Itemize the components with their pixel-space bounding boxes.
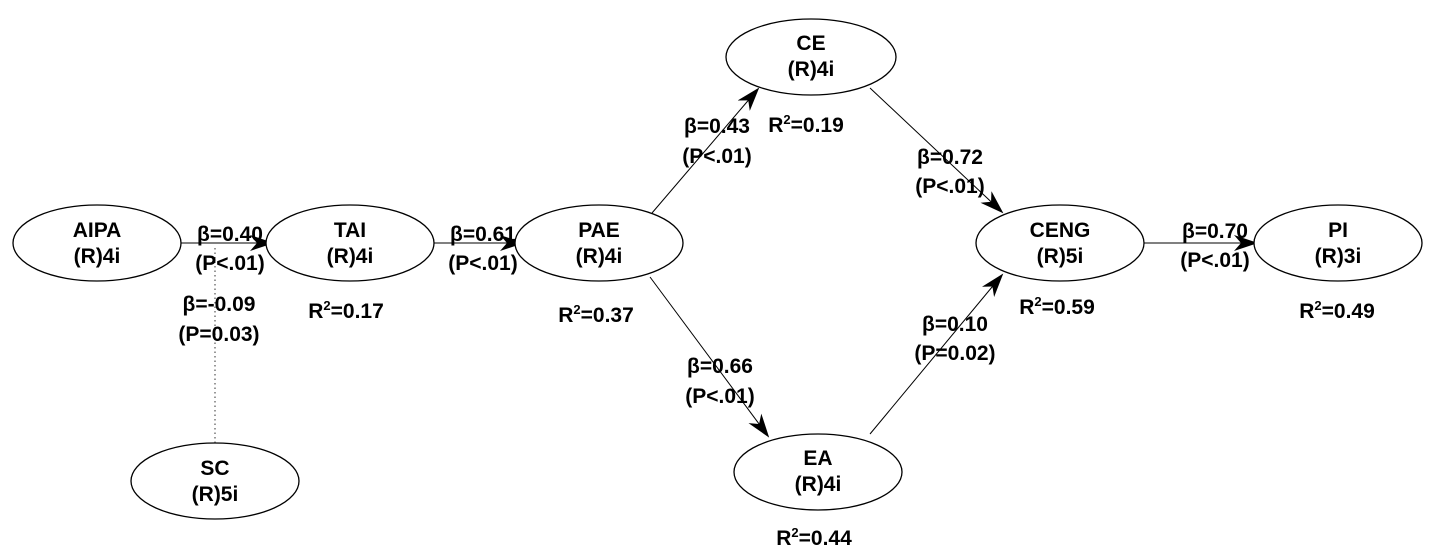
r2-pae-prefix: R <box>558 304 573 327</box>
node-pae-ellipse <box>514 204 684 282</box>
node-pae-name: PAE <box>578 219 620 242</box>
r2-pae-equals: = <box>581 304 593 327</box>
r2-tai-power: 2 <box>323 298 330 313</box>
r2-ea-prefix: R <box>776 527 791 550</box>
node-tai: TAI (R)4i <box>265 204 435 282</box>
edge-pae-ea <box>649 276 770 438</box>
r2-tai-equals: = <box>331 300 343 323</box>
node-aipa: AIPA (R)4i <box>12 204 182 282</box>
r2-pae: R2=0.37 <box>558 302 634 327</box>
node-pi-ellipse <box>1253 204 1423 282</box>
node-ce-sub: (R)4i <box>788 58 835 81</box>
node-ea-name: EA <box>803 447 832 470</box>
node-sc-name: SC <box>200 457 229 480</box>
path-tai-pae-p: (P<.01) <box>448 252 517 275</box>
r2-ce-equals: = <box>791 114 803 137</box>
path-ea-ceng-beta: β=0.10 <box>922 313 988 336</box>
node-tai-name: TAI <box>334 219 366 242</box>
r2-ce-power: 2 <box>783 112 790 127</box>
node-ceng-name: CENG <box>1030 219 1091 242</box>
path-pae-ce-beta: β=0.43 <box>684 115 750 138</box>
node-ea-sub: (R)4i <box>795 473 842 496</box>
r2-pi-equals: = <box>1322 300 1334 323</box>
path-pae-ea-p: (P<.01) <box>685 385 754 408</box>
path-ce-ceng-beta: β=0.72 <box>917 146 983 169</box>
node-aipa-ellipse <box>12 204 182 282</box>
path-pae-ce-p: (P<.01) <box>682 145 751 168</box>
edge-ea-ceng <box>869 273 1004 435</box>
path-sc-tai-p: (P=0.03) <box>178 323 259 346</box>
r2-pi-prefix: R <box>1299 300 1314 323</box>
node-ceng-ellipse <box>975 204 1145 282</box>
node-pae-sub: (R)4i <box>576 245 623 268</box>
path-sc-tai-beta: β=-0.09 <box>183 293 256 316</box>
node-ce: CE (R)4i <box>725 18 897 96</box>
r2-ceng-value: 0.59 <box>1054 296 1095 319</box>
node-tai-ellipse <box>265 204 435 282</box>
node-pi-sub: (R)3i <box>1315 245 1362 268</box>
path-pae-ea-beta: β=0.66 <box>687 355 753 378</box>
path-ea-ceng-p: (P=0.02) <box>914 342 995 365</box>
node-ceng-sub: (R)5i <box>1037 245 1084 268</box>
node-ce-ellipse <box>725 18 897 96</box>
path-aipa-tai-beta: β=0.40 <box>197 223 263 246</box>
node-pi: PI (R)3i <box>1253 204 1423 282</box>
r2-ea-power: 2 <box>791 525 798 540</box>
node-sc-ellipse <box>130 442 300 520</box>
r2-ea-equals: = <box>799 527 811 550</box>
node-aipa-name: AIPA <box>73 219 122 242</box>
path-ceng-pi-p: (P<.01) <box>1180 249 1249 272</box>
r2-ce-value: 0.19 <box>803 114 844 137</box>
node-ceng: CENG (R)5i <box>975 204 1145 282</box>
path-tai-pae-beta: β=0.61 <box>450 223 516 246</box>
r2-pae-value: 0.37 <box>593 304 634 327</box>
r2-pi-power: 2 <box>1314 298 1321 313</box>
node-aipa-sub: (R)4i <box>74 245 121 268</box>
node-sc: SC (R)5i <box>130 442 300 520</box>
r2-ceng-power: 2 <box>1034 294 1041 309</box>
node-pi-name: PI <box>1328 219 1348 242</box>
r2-pi: R2=0.49 <box>1299 298 1375 323</box>
node-sc-sub: (R)5i <box>192 483 239 506</box>
r2-ce: R2=0.19 <box>768 112 844 137</box>
edge-pae-ce <box>651 87 760 214</box>
r2-ceng: R2=0.59 <box>1019 294 1095 319</box>
r2-tai-prefix: R <box>308 300 323 323</box>
path-ce-ceng-p: (P<.01) <box>915 175 984 198</box>
r2-tai: R2=0.17 <box>308 298 384 323</box>
node-ea-ellipse <box>733 433 903 511</box>
path-aipa-tai-p: (P<.01) <box>195 252 264 275</box>
edge-ce-ceng <box>869 87 1004 214</box>
r2-ea-value: 0.44 <box>811 527 852 550</box>
r2-pi-value: 0.49 <box>1334 300 1375 323</box>
path-ceng-pi-beta: β=0.70 <box>1182 220 1248 243</box>
node-pae: PAE (R)4i <box>514 204 684 282</box>
r2-tai-value: 0.17 <box>343 300 384 323</box>
r2-pae-power: 2 <box>573 302 580 317</box>
r2-ceng-prefix: R <box>1019 296 1034 319</box>
r2-ce-prefix: R <box>768 114 783 137</box>
r2-ea: R2=0.44 <box>776 525 852 550</box>
node-ea: EA (R)4i <box>733 433 903 511</box>
r2-ceng-equals: = <box>1042 296 1054 319</box>
node-tai-sub: (R)4i <box>327 245 374 268</box>
node-ce-name: CE <box>796 32 825 55</box>
